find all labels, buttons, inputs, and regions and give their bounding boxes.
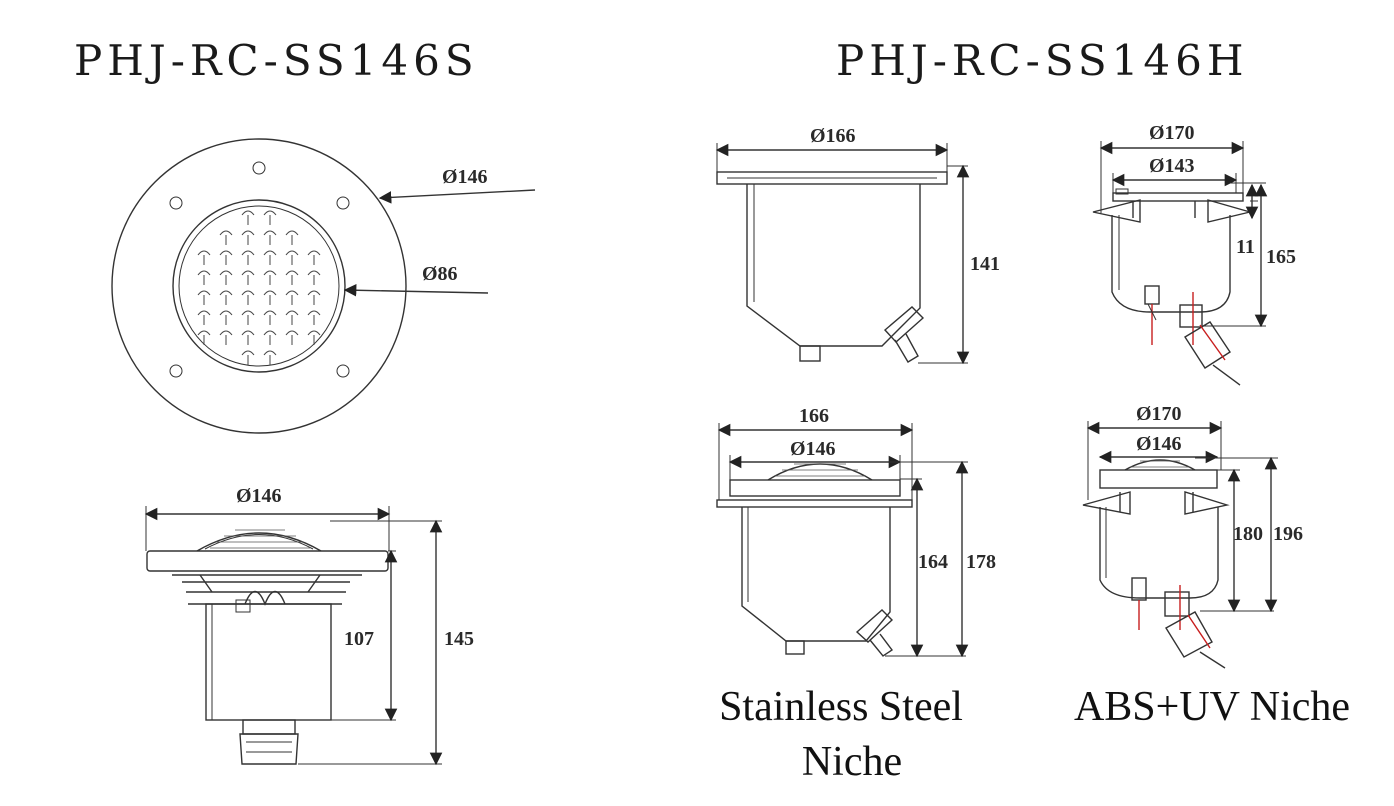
led-lens bbox=[241, 230, 255, 245]
led-lens bbox=[263, 270, 277, 285]
led-lens bbox=[263, 230, 277, 245]
led-lens bbox=[241, 210, 255, 225]
led-lens bbox=[219, 270, 233, 285]
dim-abs-lamp-inner: Ø146 bbox=[1136, 433, 1182, 455]
side-view-drawing bbox=[144, 506, 443, 766]
led-lens bbox=[263, 290, 277, 305]
led-lens bbox=[219, 290, 233, 305]
model-title-left: PHJ-RC-SS146S bbox=[74, 36, 479, 85]
led-lens bbox=[307, 270, 321, 285]
dim-abs-lamp-outer: Ø170 bbox=[1136, 403, 1182, 425]
dim-ss-lamp-inner: Ø146 bbox=[790, 438, 836, 460]
dim-side-height-145: 145 bbox=[444, 628, 474, 650]
led-lens bbox=[263, 210, 277, 225]
caption-stainless-line2: Niche bbox=[802, 739, 902, 785]
dim-abs-lamp-height-180: 180 bbox=[1233, 523, 1263, 545]
dim-abs-top-outer: Ø170 bbox=[1149, 122, 1195, 144]
dim-abs-top-inner: Ø143 bbox=[1149, 155, 1195, 177]
abs-niche-with-lamp-drawing bbox=[1082, 421, 1278, 669]
led-lens bbox=[263, 330, 277, 345]
led-lens bbox=[197, 290, 211, 305]
dim-abs-top-height-165: 165 bbox=[1266, 246, 1296, 268]
dim-ss-top-height: 141 bbox=[970, 253, 1000, 275]
caption-abs: ABS+UV Niche bbox=[1074, 684, 1350, 730]
led-lens bbox=[219, 230, 233, 245]
led-lens bbox=[307, 250, 321, 265]
led-lens bbox=[307, 310, 321, 325]
led-lens bbox=[285, 250, 299, 265]
dim-front-outer-diameter: Ø146 bbox=[442, 166, 488, 188]
stainless-niche-drawing bbox=[715, 143, 970, 365]
led-lens bbox=[263, 350, 277, 365]
led-lens bbox=[241, 270, 255, 285]
front-view-drawing bbox=[111, 138, 536, 434]
led-lens bbox=[307, 330, 321, 345]
led-lens bbox=[197, 250, 211, 265]
dim-ss-lamp-height-178: 178 bbox=[966, 551, 996, 573]
abs-niche-drawing bbox=[1092, 141, 1268, 386]
dim-front-inner-diameter: Ø86 bbox=[422, 263, 458, 285]
led-lens bbox=[197, 310, 211, 325]
led-lens bbox=[241, 330, 255, 345]
led-lens bbox=[263, 250, 277, 265]
led-lens bbox=[285, 310, 299, 325]
led-lens bbox=[307, 290, 321, 305]
dim-ss-top-diameter: Ø166 bbox=[810, 125, 856, 147]
led-lens bbox=[219, 250, 233, 265]
led-lens bbox=[241, 290, 255, 305]
led-lens bbox=[285, 230, 299, 245]
model-title-right: PHJ-RC-SS146H bbox=[836, 36, 1248, 85]
dim-side-width: Ø146 bbox=[236, 485, 282, 507]
dim-ss-lamp-height-164: 164 bbox=[918, 551, 948, 573]
led-lens bbox=[241, 350, 255, 365]
led-lens bbox=[219, 330, 233, 345]
led-lens bbox=[219, 310, 233, 325]
led-lens bbox=[197, 330, 211, 345]
led-lens bbox=[285, 270, 299, 285]
led-lens-grid bbox=[197, 210, 321, 365]
caption-stainless-line1: Stainless Steel bbox=[719, 684, 963, 730]
dim-ss-lamp-outer: 166 bbox=[799, 405, 829, 427]
led-lens bbox=[263, 310, 277, 325]
led-lens bbox=[241, 250, 255, 265]
led-lens bbox=[285, 290, 299, 305]
dim-side-height-107: 107 bbox=[344, 628, 374, 650]
led-lens bbox=[197, 270, 211, 285]
dim-abs-lamp-height-196: 196 bbox=[1273, 523, 1303, 545]
stainless-niche-with-lamp-drawing bbox=[716, 423, 969, 658]
led-lens bbox=[241, 310, 255, 325]
led-lens bbox=[285, 330, 299, 345]
dim-abs-top-height-11: 11 bbox=[1236, 236, 1255, 258]
